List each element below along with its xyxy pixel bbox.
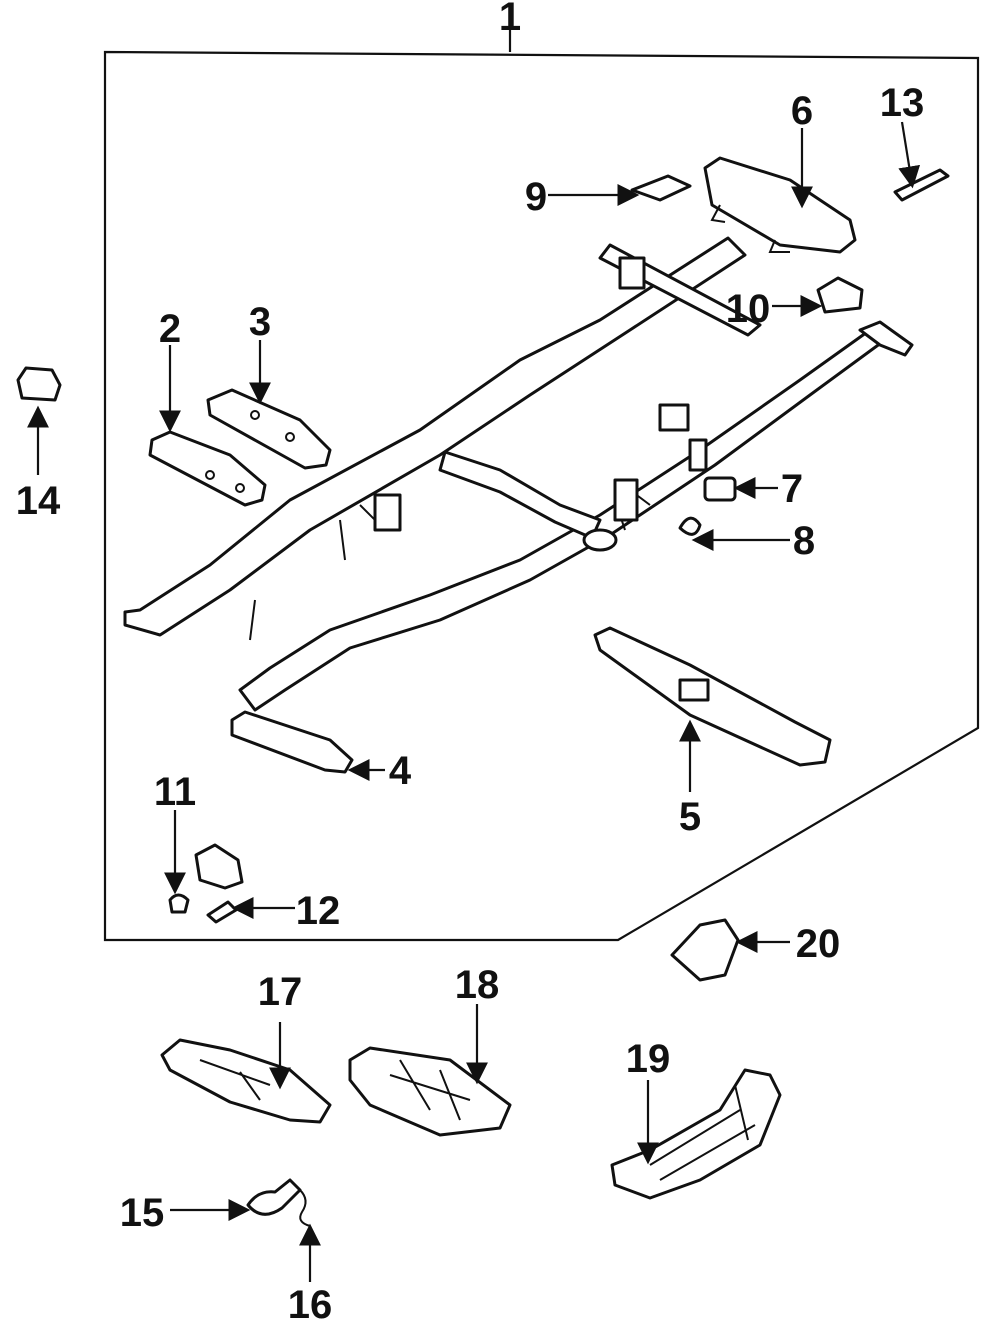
part-13 — [893, 168, 950, 202]
part-12 — [206, 900, 238, 924]
callout-leader-13 — [898, 121, 921, 189]
callout-8: 8 — [793, 519, 815, 563]
callout-12: 12 — [296, 889, 341, 933]
part-19 — [610, 1068, 782, 1200]
frame-assembly — [123, 236, 914, 712]
part-10 — [816, 276, 864, 314]
callout-1: 1 — [499, 0, 521, 39]
callout-11: 11 — [154, 770, 196, 814]
part-4 — [230, 710, 354, 774]
callout-18: 18 — [455, 963, 500, 1007]
callout-17: 17 — [258, 970, 303, 1014]
part-20 — [670, 918, 740, 982]
callout-4: 4 — [389, 749, 412, 793]
callout-7: 7 — [781, 467, 803, 511]
part-9 — [630, 174, 692, 202]
callout-16: 16 — [288, 1283, 333, 1327]
callout-14: 14 — [16, 479, 61, 523]
callout-2: 2 — [159, 307, 181, 351]
callout-6: 6 — [791, 89, 813, 133]
part-16 — [299, 1189, 311, 1227]
callout-9: 9 — [525, 175, 547, 219]
callout-10: 10 — [726, 287, 771, 331]
part-3 — [206, 388, 332, 470]
part-14 — [16, 366, 62, 402]
callout-20: 20 — [796, 922, 841, 966]
part-11 — [168, 843, 244, 914]
part-7 — [703, 476, 737, 502]
part-18 — [348, 1046, 512, 1137]
part-5 — [593, 626, 832, 767]
part-6 — [703, 156, 857, 254]
callout-13: 13 — [880, 81, 925, 125]
callout-19: 19 — [626, 1037, 671, 1081]
part-17 — [160, 1038, 332, 1124]
part-8 — [678, 516, 702, 536]
part-15 — [246, 1178, 302, 1216]
part-2 — [148, 430, 267, 507]
callout-3: 3 — [249, 300, 271, 344]
assembly-boundary — [103, 50, 980, 942]
callout-15: 15 — [120, 1191, 165, 1235]
callout-5: 5 — [679, 795, 701, 839]
